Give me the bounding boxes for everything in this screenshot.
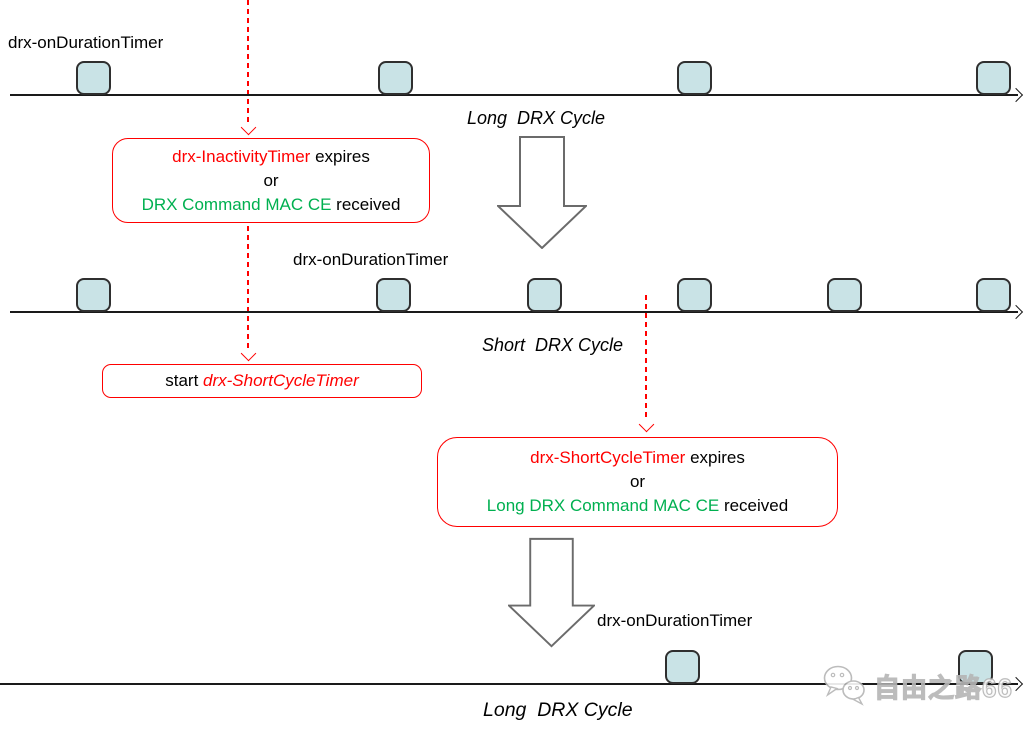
on-duration-burst — [976, 278, 1011, 312]
dashed-arrow-1-line — [247, 0, 249, 124]
event-box-1-line-1: drx-InactivityTimer expires — [172, 147, 370, 166]
timeline-2-arrowhead-icon — [1008, 304, 1024, 320]
on-duration-timer-label-1: drx-onDurationTimer — [8, 33, 164, 52]
dashed-arrow-3-line — [645, 295, 647, 421]
event-box-2-or: or — [629, 472, 646, 491]
wechat-icon — [823, 665, 865, 706]
on-duration-burst — [527, 278, 562, 312]
on-duration-burst — [76, 61, 111, 95]
dashed-arrow-2-line — [247, 226, 249, 350]
on-duration-timer-label-2: drx-onDurationTimer — [293, 250, 449, 269]
dashed-arrow-3-head-icon — [638, 416, 655, 433]
short-drx-cycle-label: Short DRX Cycle — [482, 335, 624, 355]
timeline-3-axis — [0, 683, 1018, 685]
on-duration-burst — [76, 278, 111, 312]
watermark: 自由之路66 — [820, 664, 1013, 708]
timeline-1-axis — [10, 94, 1018, 96]
timeline-2-axis — [10, 311, 1018, 313]
long-drx-cycle-label-1: Long DRX Cycle — [467, 108, 606, 128]
on-duration-burst — [376, 278, 411, 312]
dashed-arrow-1-head-icon — [240, 119, 257, 136]
on-duration-burst — [958, 650, 993, 684]
on-duration-burst — [677, 61, 712, 95]
on-duration-burst — [976, 61, 1011, 95]
action-box-start-short-cycle-timer: start drx-ShortCycleTimer — [102, 364, 422, 398]
on-duration-burst — [665, 650, 700, 684]
event-box-2-line-1: drx-ShortCycleTimer expires — [530, 448, 745, 467]
transition-arrow-down-1 — [497, 136, 587, 249]
event-box-inactivity-expires: drx-InactivityTimer expires or DRX Comma… — [112, 138, 430, 223]
dashed-arrow-2-head-icon — [240, 345, 257, 362]
on-duration-burst — [677, 278, 712, 312]
event-box-1-or: or — [263, 171, 279, 190]
on-duration-burst — [378, 61, 413, 95]
event-box-1-line-3: DRX Command MAC CE received — [141, 195, 401, 214]
event-box-short-cycle-expires: drx-ShortCycleTimer expires or Long DRX … — [437, 437, 838, 527]
transition-arrow-down-2 — [508, 537, 595, 648]
event-box-2-line-3: Long DRX Command MAC CE received — [486, 496, 789, 515]
long-drx-cycle-label-2: Long DRX Cycle — [483, 699, 633, 721]
watermark-text: 自由之路66 — [873, 672, 1013, 703]
timeline-1-arrowhead-icon — [1008, 87, 1024, 103]
on-duration-burst — [827, 278, 862, 312]
on-duration-timer-label-3: drx-onDurationTimer — [597, 611, 753, 630]
